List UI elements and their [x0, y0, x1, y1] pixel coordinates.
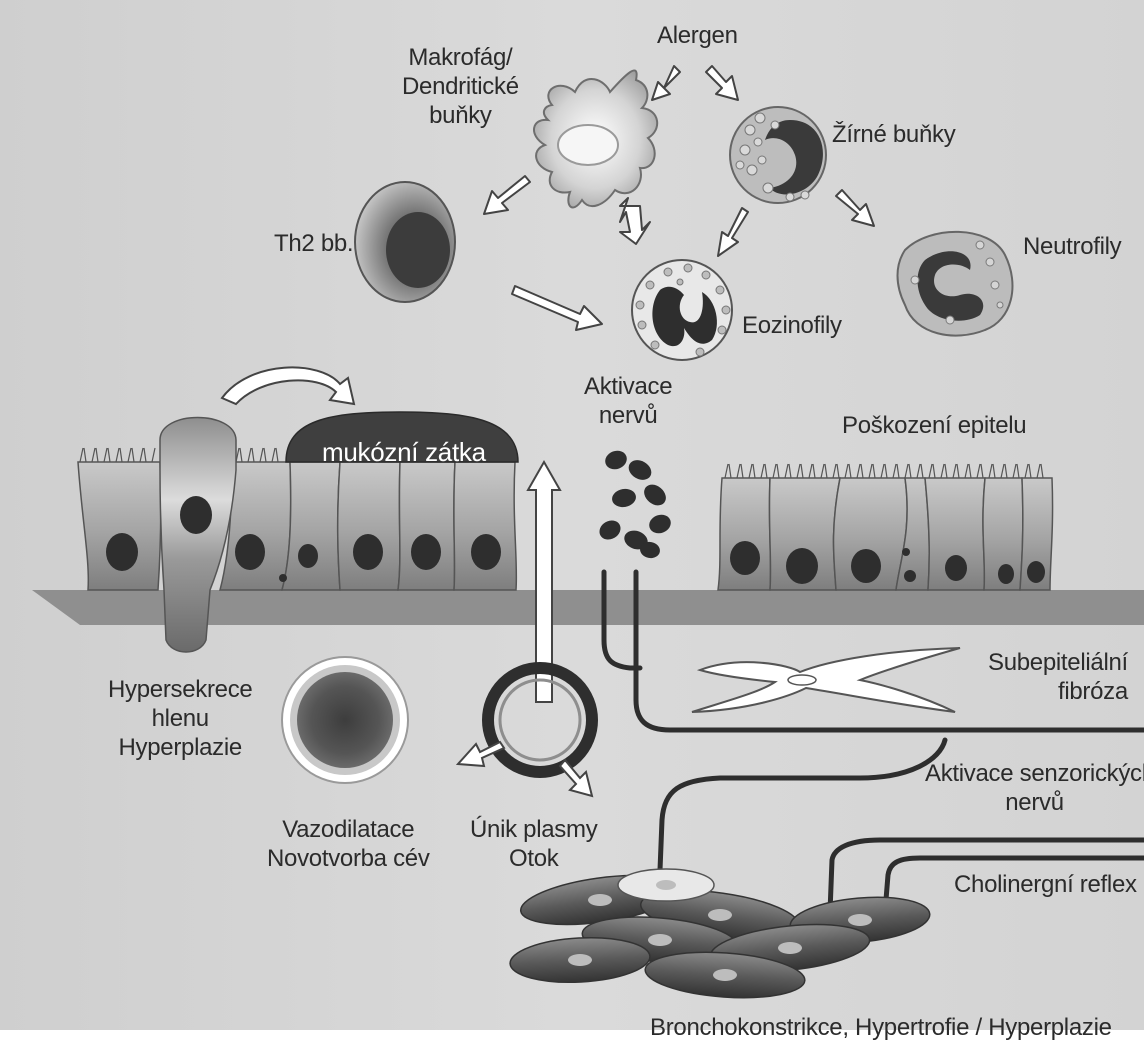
label-fibrosis-line-2: fibróza — [988, 677, 1128, 706]
label-nerve-activation: Aktivace nervů — [584, 372, 672, 430]
label-macrophage-line-3: buňky — [402, 101, 519, 130]
mast-cell — [730, 107, 826, 203]
label-subepithelial-fibrosis: Subepiteliální fibróza — [988, 648, 1128, 706]
label-neutrophils: Neutrofily — [1023, 232, 1121, 261]
label-vasodilation-line-2: Novotvorba cév — [267, 844, 430, 873]
label-cholinergic-reflex: Cholinergní reflex — [954, 870, 1137, 899]
label-plasma-leak-line-1: Únik plasmy — [470, 815, 597, 844]
label-vasodilation: Vazodilatace Novotvorba cév — [267, 815, 430, 873]
label-macrophage-line-2: Dendritické — [402, 72, 519, 101]
label-sensory-line-1: Aktivace senzorických — [925, 759, 1144, 788]
th2-cell — [355, 182, 455, 302]
label-nerve-activation-line-2: nervů — [584, 401, 672, 430]
label-hypersecretion-line-3: Hyperplazie — [108, 733, 252, 762]
eosinophil-cell — [632, 260, 732, 360]
right-epithelium — [718, 464, 1053, 590]
label-allergen: Alergen — [657, 21, 738, 50]
label-mast-cells: Žírné buňky — [832, 120, 955, 149]
label-hypersecretion-line-2: hlenu — [108, 704, 252, 733]
label-th2: Th2 bb. — [274, 229, 353, 258]
label-hypersecretion: Hypersekrece hlenu Hyperplazie — [108, 675, 252, 762]
label-plasma-leak-line-2: Otok — [470, 844, 597, 873]
label-sensory-line-2: nervů — [925, 788, 1144, 817]
label-mucus-plug: mukózní zátka — [322, 438, 486, 467]
label-plasma-leak: Únik plasmy Otok — [470, 815, 597, 873]
label-hypersecretion-line-1: Hypersekrece — [108, 675, 252, 704]
label-vasodilation-line-1: Vazodilatace — [267, 815, 430, 844]
dilated-vessel — [282, 657, 408, 783]
label-macrophage: Makrofág/ Dendritické buňky — [402, 43, 519, 130]
label-eosinophils: Eozinofily — [742, 311, 842, 340]
label-bronchoconstriction: Bronchokonstrikce, Hypertrofie / Hyperpl… — [650, 1013, 1112, 1042]
label-macrophage-line-1: Makrofág/ — [402, 43, 519, 72]
label-sensory-nerve-activation: Aktivace senzorických nervů — [925, 759, 1144, 817]
label-fibrosis-line-1: Subepiteliální — [988, 648, 1128, 677]
label-epithelial-damage: Poškození epitelu — [842, 411, 1026, 440]
neutrophil-cell — [898, 232, 1013, 336]
label-nerve-activation-line-1: Aktivace — [584, 372, 672, 401]
